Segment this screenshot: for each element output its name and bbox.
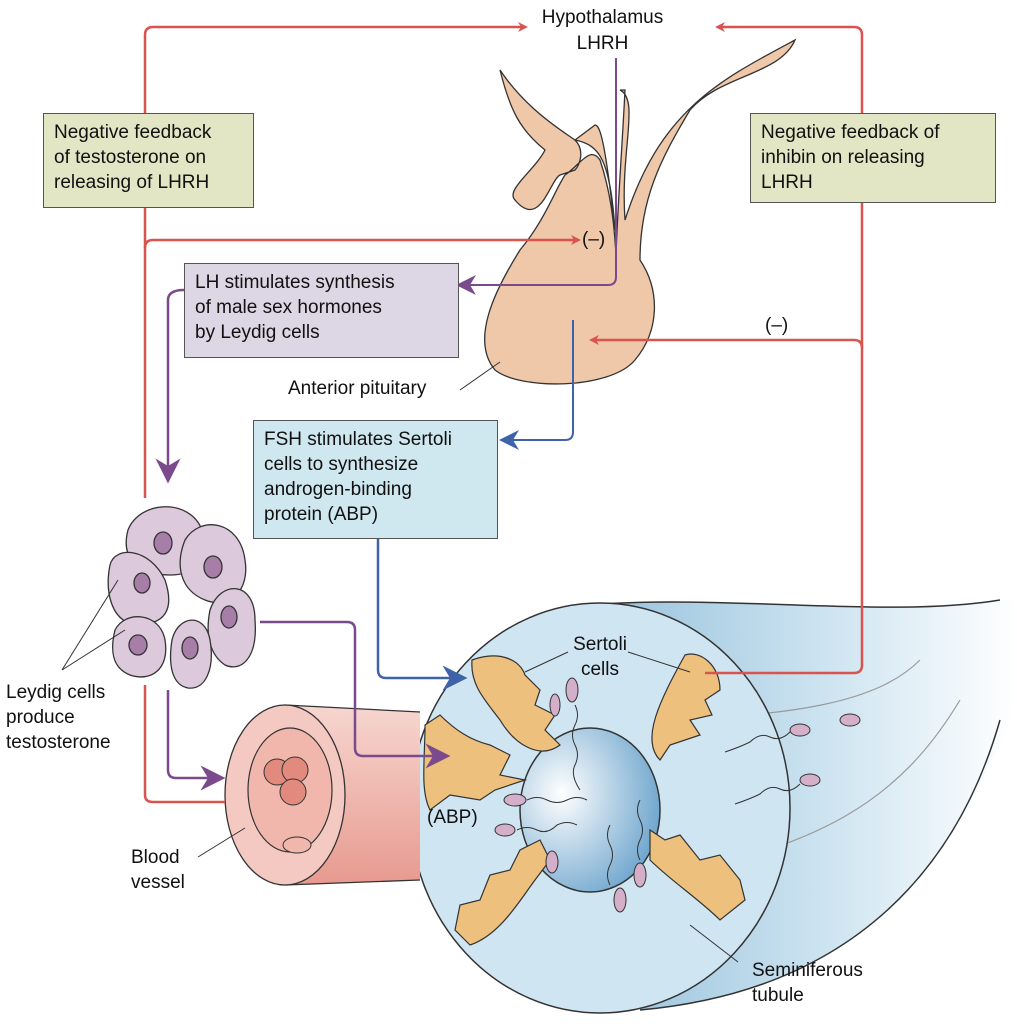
leydig-cells: [107, 506, 256, 689]
inhibin-feedback-box: Negative feedback of inhibin on releasin…: [750, 113, 996, 203]
box-line: Negative feedback of: [761, 122, 940, 143]
box-line: LHRH: [761, 172, 813, 193]
seminiferous-tubule-label: Seminiferous tubule: [752, 958, 863, 1008]
fsh-box: FSH stimulates Sertoli cells to synthesi…: [253, 420, 498, 539]
lhrh-lh-arrow: [456, 58, 617, 295]
fsh-arrow: [499, 320, 574, 450]
sertoli-cells-label: Sertoli cells: [560, 632, 640, 682]
leydig-to-sertoli-arrow: [260, 620, 451, 769]
box-line: LH stimulates synthesis: [195, 272, 395, 293]
pituitary-gland: [484, 38, 797, 385]
sertoli-cells: [423, 653, 746, 946]
anterior-pituitary-label: Anterior pituitary: [288, 378, 427, 399]
box-line: FSH stimulates Sertoli: [264, 429, 452, 450]
testosterone-feedback-arrow-pituitary: [143, 235, 581, 249]
box-line: Negative feedback: [54, 122, 212, 143]
label-line: cells: [580, 659, 619, 680]
inhibin-feedback-arrow-top: [715, 22, 864, 113]
leader-lines: [61, 361, 739, 963]
box-line: protein (ABP): [264, 504, 379, 525]
inhibin-feedback-arrow-pituitary: [589, 335, 864, 349]
lh-box: LH stimulates synthesis of male sex horm…: [184, 263, 459, 358]
label-line: Blood: [131, 847, 180, 868]
fsh-to-sertoli-arrow: [376, 538, 468, 691]
inhibin-feedback-line: [705, 202, 864, 675]
box-line: inhibin on releasing: [761, 147, 925, 168]
box-line: androgen-binding: [264, 479, 412, 500]
blood-vessel-label: Blood vessel: [131, 845, 185, 895]
label-line: vessel: [131, 872, 185, 893]
label-line: Leydig cells: [6, 682, 106, 703]
minus-sign-right: (–): [765, 315, 789, 336]
lh-to-leydig-arrow: [155, 288, 185, 484]
box-line: of male sex hormones: [195, 297, 382, 318]
abp-label: (ABP): [427, 807, 478, 828]
testosterone-feedback-arrow-top: [143, 22, 528, 113]
box-line: cells to synthesize: [264, 454, 419, 475]
label-line: Seminiferous: [752, 960, 863, 981]
box-line: releasing of LHRH: [54, 172, 210, 193]
testosterone-from-leydig-line: [143, 685, 225, 804]
blood-vessel: [224, 704, 421, 886]
testosterone-feedback-box: Negative feedback of testosterone on rel…: [43, 113, 254, 208]
box-line: of testosterone on: [54, 147, 207, 168]
spermatids: [494, 677, 861, 913]
lhrh-label: LHRH: [576, 33, 629, 54]
sperm-tails: [516, 704, 801, 886]
label-line: testosterone: [6, 732, 111, 753]
box-line: by Leydig cells: [195, 322, 320, 343]
label-line: Sertoli: [573, 634, 627, 655]
label-line: tubule: [752, 985, 804, 1006]
hypothalamus-label: Hypothalamus: [541, 7, 664, 28]
label-line: produce: [6, 707, 75, 728]
leydig-to-vessel-arrow: [166, 690, 226, 791]
minus-sign-top: (–): [582, 229, 606, 250]
leydig-cells-label: Leydig cells produce testosterone: [6, 680, 111, 755]
